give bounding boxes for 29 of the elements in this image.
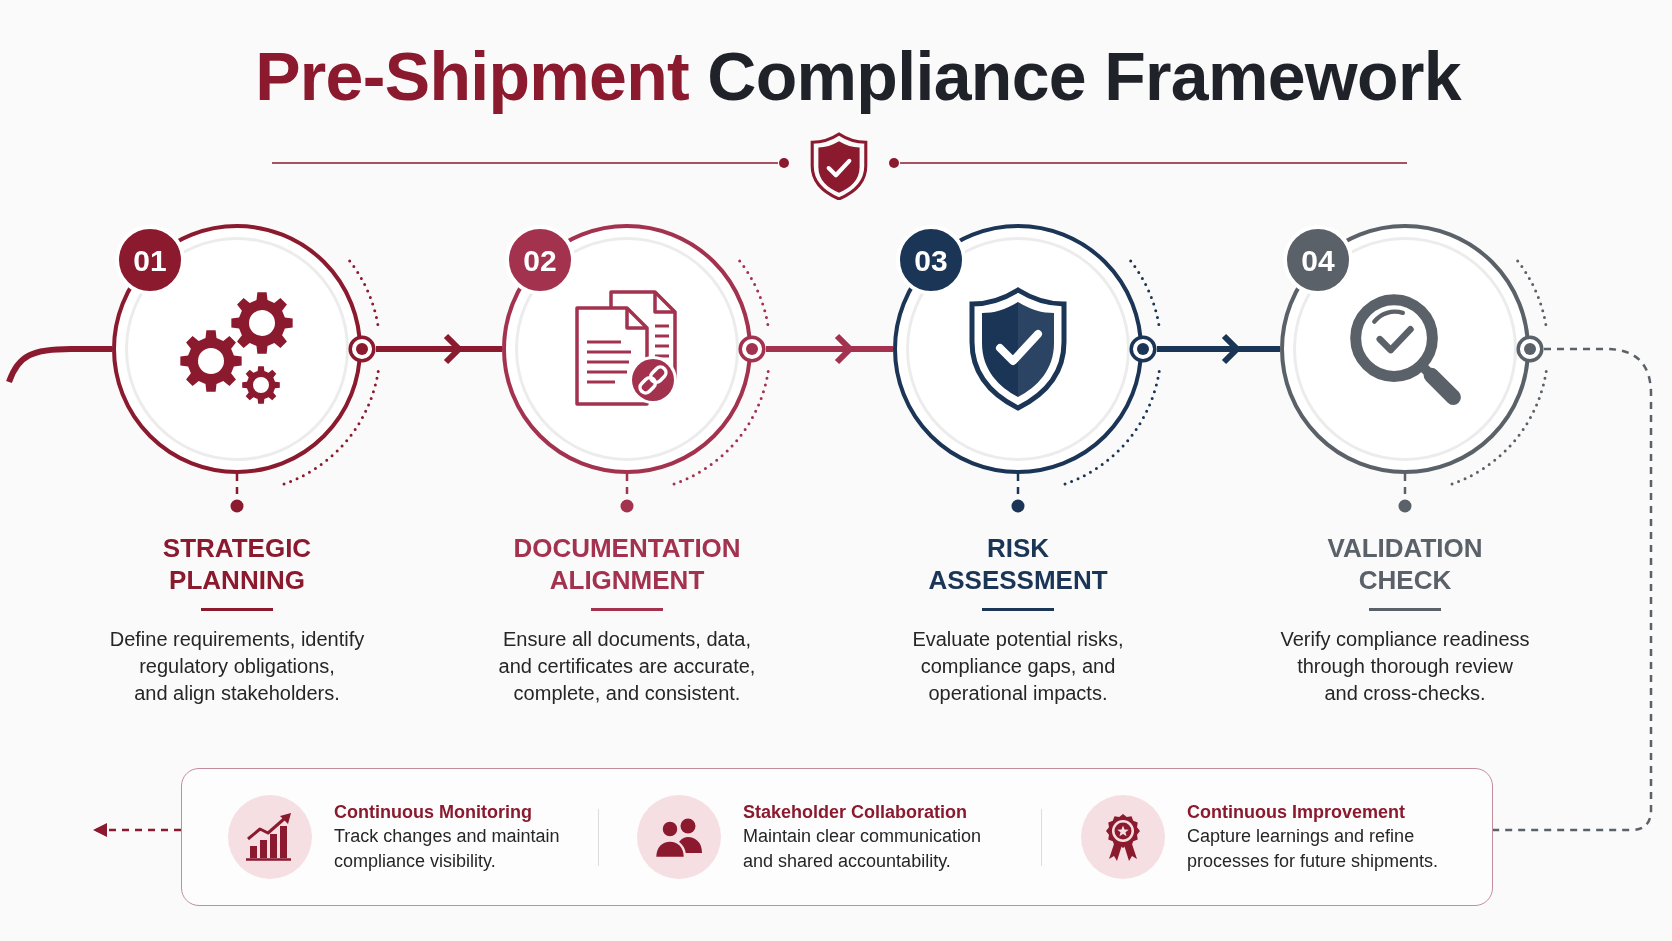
dashed-arrow bbox=[93, 823, 181, 837]
arrow-connector bbox=[766, 333, 893, 365]
step-heading: VALIDATION CHECK bbox=[1326, 532, 1484, 596]
step-heading: STRATEGIC PLANNING bbox=[161, 532, 313, 596]
step-description: Evaluate potential risks, compliance gaps, and operational impacts. bbox=[911, 627, 1125, 706]
item-description: Capture learnings and refine processes for future shipments. bbox=[1187, 825, 1440, 873]
step-heading: RISK ASSESSMENT bbox=[927, 532, 1109, 596]
item-description: Maintain clear communication and shared accountability. bbox=[743, 825, 983, 873]
step-description: Verify compliance readiness through thorough review and cross-checks. bbox=[1279, 627, 1531, 706]
leader-line bbox=[620, 474, 634, 513]
step-description: Define requirements, identify regulatory obligations, and align stakeholders. bbox=[108, 627, 366, 706]
dashed-connector bbox=[1493, 347, 1653, 832]
leader-line bbox=[230, 474, 244, 513]
arrow-connector bbox=[376, 333, 502, 365]
step-heading: DOCUMENTATION ALIGNMENT bbox=[512, 532, 742, 596]
item-heading: Continuous Improvement bbox=[1187, 801, 1406, 824]
number-badge: 02 bbox=[505, 225, 575, 295]
leader-line bbox=[1398, 474, 1412, 513]
number-badge: 01 bbox=[115, 225, 185, 295]
leader-line bbox=[1011, 474, 1025, 513]
item-heading: Stakeholder Collaboration bbox=[743, 801, 969, 824]
arrow-connector bbox=[1157, 333, 1280, 365]
number-badge: 03 bbox=[896, 225, 966, 295]
item-description: Track changes and maintain compliance visibility. bbox=[334, 825, 561, 873]
item-heading: Continuous Monitoring bbox=[334, 801, 533, 824]
connector-line bbox=[6, 346, 112, 384]
number-badge: 04 bbox=[1283, 225, 1353, 295]
step-description: Ensure all documents, data, and certificates are accurate, complete, and consistent. bbox=[497, 627, 757, 706]
info-panel bbox=[181, 768, 1493, 906]
